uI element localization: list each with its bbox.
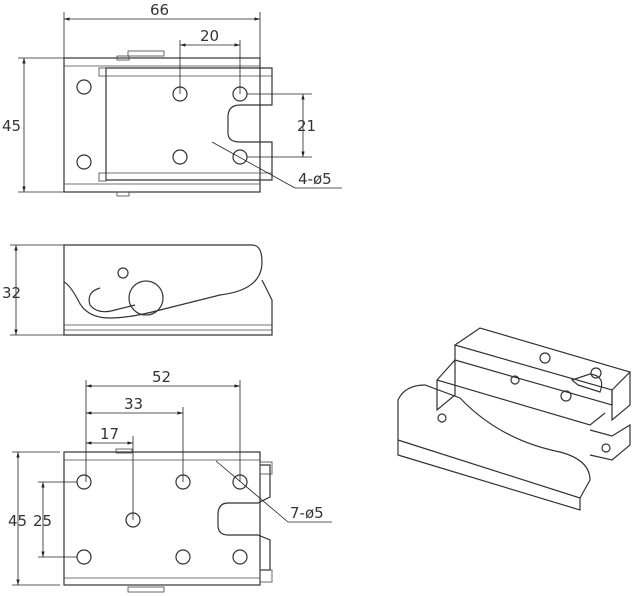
bottom-view: 52 33 17 45 25 7-ø5 [8,368,332,593]
dim-17: 17 [100,425,119,443]
dim-52: 52 [152,368,171,386]
dim-33: 33 [124,395,143,413]
dim-25: 25 [33,512,52,530]
mounting-holes-bottom [76,474,248,565]
mounting-holes [76,79,248,170]
hole-callout-top: 4-ø5 [298,170,332,188]
hole-callout-bottom: 7-ø5 [290,504,324,522]
dim-45-top: 45 [2,117,21,135]
top-view: 66 20 21 45 4-ø5 [2,1,342,197]
dim-45-bottom: 45 [8,512,27,530]
dim-32: 32 [2,284,21,302]
side-view: 32 [2,244,273,336]
dim-20: 20 [200,27,219,45]
dim-66: 66 [150,1,169,19]
dim-21: 21 [297,117,316,135]
isometric-view [397,327,632,511]
